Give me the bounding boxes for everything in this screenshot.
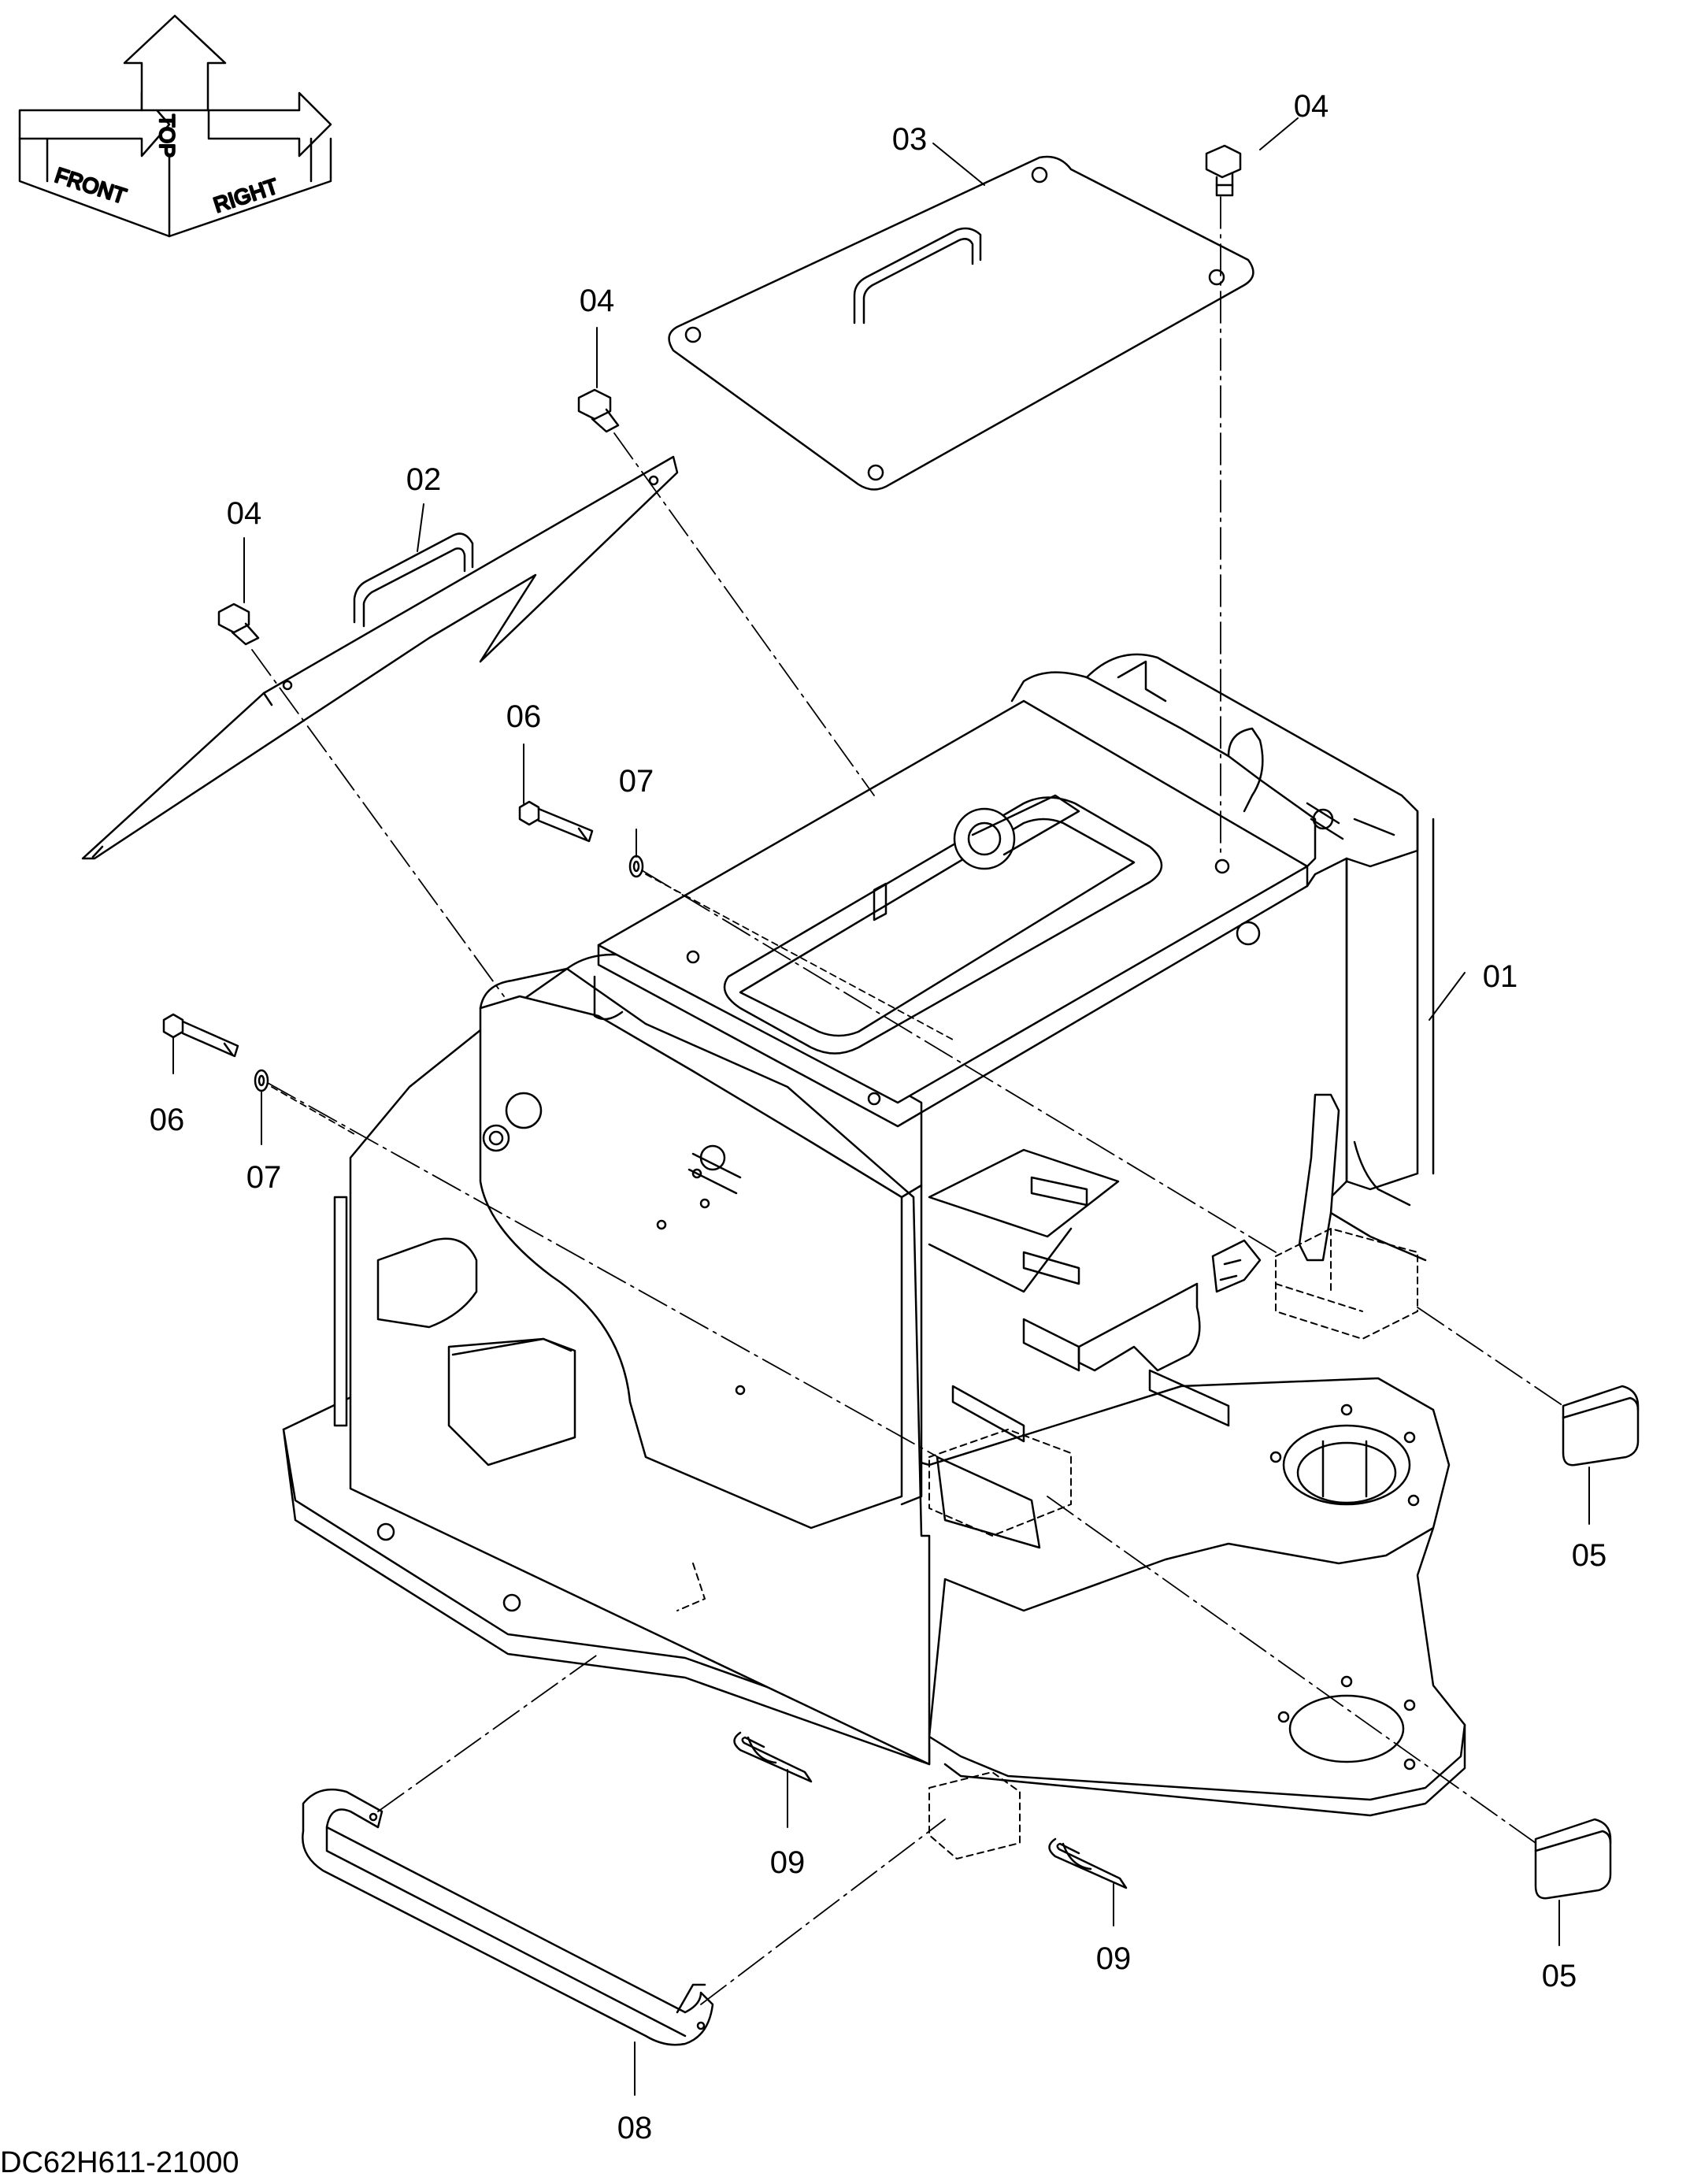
callout-09a: 09 <box>770 1845 806 1880</box>
callout-09b: 09 <box>1096 1941 1132 1976</box>
callout-02: 02 <box>406 462 442 497</box>
washer-07-upper <box>628 855 644 878</box>
callout-06a: 06 <box>506 699 542 734</box>
main-frame <box>282 653 1466 1817</box>
callout-05b: 05 <box>1542 1959 1577 1993</box>
orientation-indicator <box>18 14 332 238</box>
callout-07a: 07 <box>619 764 654 799</box>
callout-labels: 04 03 04 02 04 06 07 01 06 07 05 09 05 0… <box>150 89 1607 2145</box>
callout-05a: 05 <box>1572 1538 1607 1573</box>
callout-04c: 04 <box>227 496 262 531</box>
washer-07-lower <box>254 1069 269 1092</box>
direction-label-front: FRONT <box>52 163 129 208</box>
bolt-06-upper <box>518 800 594 843</box>
bolt-06-lower <box>162 1013 239 1058</box>
callout-06b: 06 <box>150 1103 185 1137</box>
top-cover-plate <box>668 155 1254 491</box>
cap-05-lower <box>1534 1818 1612 1900</box>
document-id: DC62H611-21000 <box>0 2146 239 2179</box>
bolt-04-left <box>217 603 260 646</box>
callout-04b: 04 <box>580 284 615 318</box>
callout-08: 08 <box>617 2111 653 2145</box>
pin-09-right <box>1048 1837 1128 1889</box>
callout-01: 01 <box>1483 959 1518 994</box>
pin-09-left <box>733 1731 813 1783</box>
side-cover-plate <box>81 455 679 860</box>
direction-label-top: TOP <box>155 114 179 158</box>
cap-05-upper <box>1562 1385 1640 1467</box>
handle-08 <box>302 1788 714 2046</box>
bolt-04-middle <box>577 388 620 433</box>
callout-07b: 07 <box>246 1160 282 1195</box>
callout-04a: 04 <box>1294 89 1329 124</box>
callout-leaders <box>172 117 1590 2096</box>
assembly-lines <box>251 196 1564 2005</box>
bolt-04-top <box>1205 144 1242 197</box>
callout-03: 03 <box>892 122 928 157</box>
